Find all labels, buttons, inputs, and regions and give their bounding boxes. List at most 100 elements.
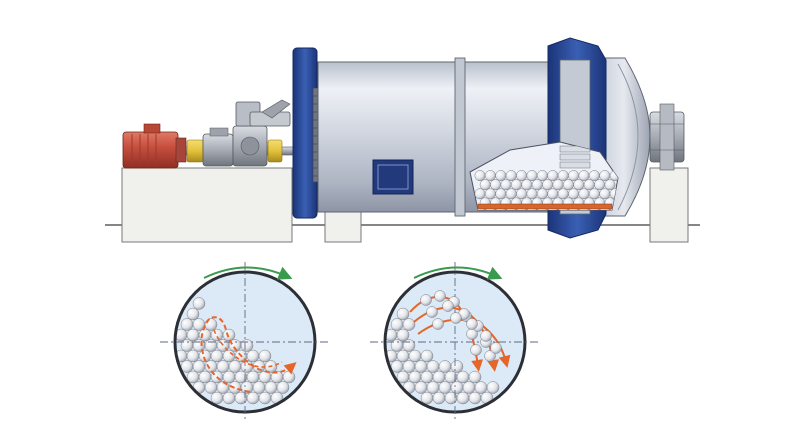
grinding-ball: [258, 349, 272, 363]
rotation-arrow-right: [413, 266, 503, 280]
grinding-ball: [222, 349, 236, 363]
grinding-ball: [204, 339, 218, 352]
grinding-ball: [505, 188, 517, 200]
grinding-ball: [486, 381, 500, 394]
grinding-ball: [474, 381, 488, 394]
grinding-ball: [402, 360, 416, 373]
grinding-ball: [474, 188, 486, 200]
grinding-ball: [414, 360, 428, 373]
coupling-2: [267, 139, 283, 163]
grinding-ball: [468, 391, 482, 405]
grinding-ball: [198, 370, 212, 384]
grinding-ball: [246, 349, 260, 363]
grinding-ball: [438, 381, 452, 394]
grinding-ball: [450, 381, 464, 394]
grinding-ball: [426, 360, 440, 373]
falling-ball: [480, 330, 492, 342]
grinding-ball: [557, 188, 569, 200]
grinding-ball: [186, 307, 200, 321]
falling-ball: [434, 290, 446, 302]
falling-ball: [426, 306, 438, 318]
grinding-ball: [408, 370, 422, 384]
grinding-ball: [484, 170, 496, 182]
falling-ball: [432, 318, 444, 330]
falling-ball: [470, 344, 482, 356]
grinding-ball: [490, 179, 502, 191]
grinding-ball: [495, 188, 507, 200]
grinding-ball: [516, 170, 528, 182]
grinding-ball: [536, 170, 548, 182]
discharge-trunnion: [649, 103, 685, 171]
grinding-ball: [500, 179, 512, 191]
grinding-ball: [210, 328, 224, 342]
grinding-ball: [594, 179, 606, 191]
grinding-ball: [557, 170, 569, 182]
grinding-ball: [531, 179, 543, 191]
shell-cutaway: [469, 141, 619, 211]
grinding-ball: [521, 179, 533, 191]
gear-reducer: [202, 99, 291, 167]
cross-section-cataracting: [370, 262, 540, 422]
shell-band: [454, 57, 466, 217]
grinding-ball: [599, 170, 611, 182]
grinding-ball: [432, 391, 446, 405]
grinding-ball: [282, 370, 296, 384]
grinding-ball: [186, 349, 200, 363]
grinding-ball: [604, 179, 616, 191]
grinding-ball: [562, 179, 574, 191]
grinding-ball: [402, 318, 416, 331]
grinding-ball: [578, 188, 590, 200]
grinding-ball: [456, 391, 470, 405]
grinding-ball: [204, 318, 218, 331]
grinding-ball: [396, 349, 410, 363]
shell-liner: [477, 203, 613, 210]
grinding-ball: [222, 370, 236, 384]
ball-charge-right: [385, 307, 500, 405]
grinding-ball: [583, 179, 595, 191]
grinding-ball: [505, 170, 517, 182]
grinding-ball: [420, 349, 434, 363]
grinding-ball: [547, 188, 559, 200]
grinding-ball: [210, 391, 224, 405]
grinding-ball: [204, 360, 218, 373]
falling-ball: [484, 350, 496, 362]
grinding-ball: [578, 170, 590, 182]
grinding-ball: [450, 360, 464, 373]
rotation-arrow-left: [203, 266, 293, 280]
grinding-ball: [468, 370, 482, 384]
falling-ball: [466, 318, 478, 330]
motor: [122, 123, 187, 169]
grinding-ball: [599, 188, 611, 200]
grinding-ball: [495, 170, 507, 182]
cross-section-cascading: [160, 262, 330, 422]
grinding-ball: [210, 349, 224, 363]
grinding-ball: [516, 188, 528, 200]
falling-ball: [442, 300, 454, 312]
grinding-ball: [547, 170, 559, 182]
manhole-cover: [372, 159, 414, 195]
drive-foundation: [121, 167, 293, 243]
coupling-1: [186, 139, 204, 163]
grinding-ball: [258, 391, 272, 405]
grinding-ball: [456, 370, 470, 384]
grinding-ball: [240, 339, 254, 352]
grinding-ball: [542, 179, 554, 191]
grinding-ball: [479, 179, 491, 191]
grinding-ball: [204, 381, 218, 394]
grinding-ball: [216, 360, 230, 373]
ball-mill-elevation: [105, 37, 700, 243]
grinding-ball: [408, 349, 422, 363]
grinding-ball: [552, 179, 564, 191]
ball-trajectories-right: [409, 290, 511, 372]
grinding-ball: [198, 328, 212, 342]
motion-path-left: [200, 316, 297, 393]
grinding-ball: [510, 179, 522, 191]
grinding-ball: [420, 391, 434, 405]
grinding-ball: [180, 339, 194, 352]
grinding-ball: [588, 170, 600, 182]
grinding-ball: [462, 381, 476, 394]
grinding-ball: [536, 188, 548, 200]
grinding-ball: [192, 297, 206, 310]
grinding-ball: [414, 381, 428, 394]
